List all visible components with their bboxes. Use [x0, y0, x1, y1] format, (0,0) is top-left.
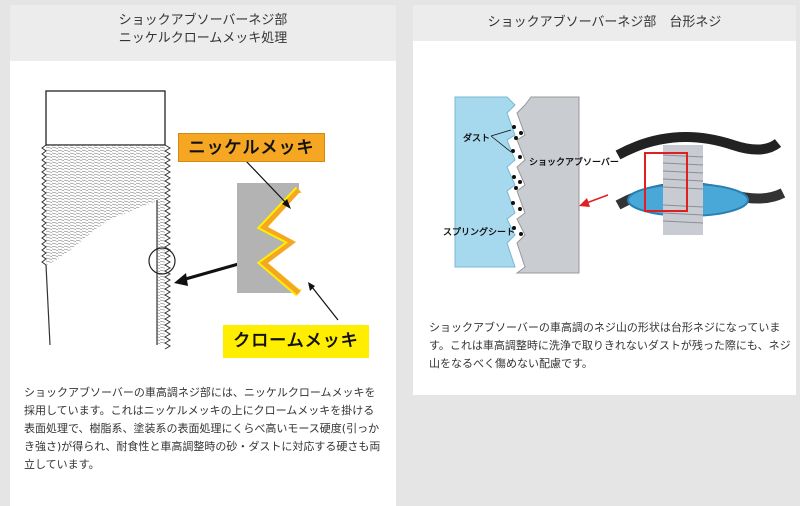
chrome-plating-label: クロームメッキ	[223, 325, 369, 358]
nickel-layer	[259, 188, 301, 295]
right-panel-header: ショックアブソーバーネジ部 台形ネジ	[413, 5, 796, 41]
right-description: ショックアブソーバーの車高調のネジ山の形状は台形ネジになっています。これは車高調…	[429, 321, 791, 370]
thread-plating-diagram	[41, 90, 339, 350]
right-title: ショックアブソーバーネジ部 台形ネジ	[487, 15, 722, 30]
shock-photo	[608, 132, 796, 235]
left-description: ショックアブソーバーの車高調ネジ部には、ニッケルクロームメッキを採用しています。…	[24, 386, 381, 471]
shock-absorber-shape	[515, 96, 580, 274]
magnifier-circle	[148, 247, 176, 275]
bolt-head	[45, 90, 166, 146]
shock-absorber-label: ショックアブソーバー	[529, 158, 619, 168]
trapezoid-thread-diagram	[454, 96, 796, 274]
photo-highlight-box	[644, 152, 688, 212]
nickel-plating-label: ニッケルメッキ	[178, 133, 325, 162]
dust-label: ダスト	[463, 134, 491, 144]
spring-seat-shape	[454, 96, 516, 268]
dust-particles	[511, 125, 523, 236]
left-title-line1: ショックアブソーバーネジ部	[118, 13, 288, 28]
left-panel-header: ショックアブソーバーネジ部 ニッケルクロームメッキ処理	[10, 5, 396, 61]
detail-arrow	[181, 261, 243, 282]
right-panel: ショックアブソーバーネジ部 台形ネジ	[413, 5, 796, 395]
left-panel: ショックアブソーバーネジ部 ニッケルクロームメッキ処理	[10, 5, 396, 506]
cutaway-section	[46, 200, 157, 350]
left-title-line2: ニッケルクロームメッキ処理	[118, 31, 288, 46]
spring-seat-label: スプリングシート	[443, 228, 516, 238]
